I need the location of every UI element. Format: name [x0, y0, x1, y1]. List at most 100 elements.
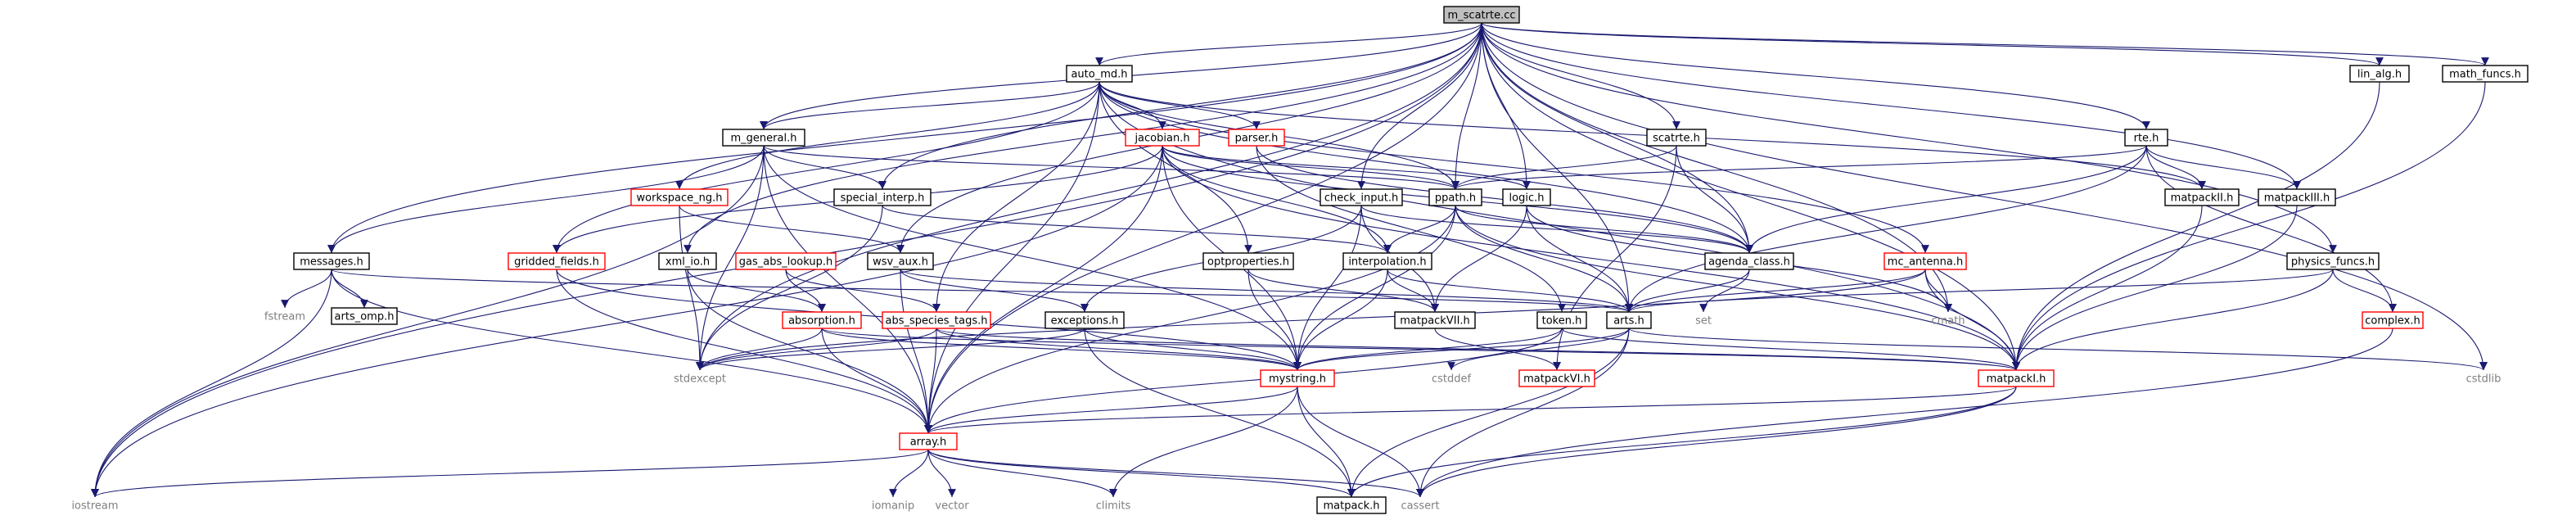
- node-matpackIII[interactable]: matpackIII.h: [2258, 188, 2336, 206]
- edge-logic-to-matpackVII: [1431, 205, 1527, 313]
- edge-m_scatrte-to-stdexcept: [696, 22, 1482, 371]
- node-matpackVI[interactable]: matpackVI.h: [1518, 369, 1595, 387]
- edge-arts-to-cstddef: [1447, 328, 1630, 371]
- node-box-check_input: [1320, 188, 1403, 206]
- node-label-fstream: fstream: [264, 311, 305, 323]
- edge-m_scatrte-to-lin_alg: [1481, 22, 2384, 66]
- node-box-rte: [2124, 129, 2168, 147]
- node-label-math_funcs: math_funcs.h: [2449, 69, 2521, 81]
- node-special_interp[interactable]: special_interp.h: [833, 188, 932, 206]
- edge-jacobian-to-logic: [1162, 145, 1531, 190]
- node-box-parser: [1228, 129, 1285, 147]
- node-check_input[interactable]: check_input.h: [1320, 188, 1403, 206]
- edge-gas_abs_lookup-to-abs_species_tags: [785, 269, 941, 313]
- node-label-scatrte: scatrte.h: [1653, 133, 1700, 145]
- node-matpackII[interactable]: matpackII.h: [2164, 188, 2240, 206]
- node-interpolation[interactable]: interpolation.h: [1342, 252, 1432, 270]
- node-label-lin_alg: lin_alg.h: [2357, 69, 2402, 81]
- edge-agenda_class-to-set: [1699, 269, 1750, 313]
- edge-rte-to-complex: [2145, 145, 2397, 313]
- node-label-gas_abs_lookup: gas_abs_lookup.h: [739, 256, 833, 269]
- edge-xml_io-to-array: [687, 269, 932, 434]
- node-abs_species_tags[interactable]: abs_species_tags.h: [882, 311, 991, 329]
- node-label-xml_io: xml_io.h: [665, 256, 710, 269]
- node-agenda_class[interactable]: agenda_class.h: [1704, 252, 1794, 270]
- node-complex[interactable]: complex.h: [2362, 311, 2424, 329]
- node-matpackVII[interactable]: matpackVII.h: [1394, 311, 1476, 329]
- edge-gridded_fields-to-array: [556, 269, 932, 434]
- edge-mystring-to-matpack: [1297, 386, 1356, 498]
- edge-m_scatrte-to-physics_funcs: [1481, 22, 2337, 254]
- node-box-mc_antenna: [1884, 252, 1967, 270]
- edge-m_scatrte-to-math_funcs: [1481, 22, 2489, 66]
- node-auto_md[interactable]: auto_md.h: [1066, 65, 1133, 83]
- node-matpackI[interactable]: matpackI.h: [1978, 369, 2055, 387]
- node-label-auto_md: auto_md.h: [1071, 69, 1127, 81]
- node-messages[interactable]: messages.h: [293, 252, 370, 270]
- edge-abs_species_tags-to-array: [924, 328, 937, 434]
- node-label-cstddef: cstddef: [1432, 373, 1472, 386]
- node-matpack[interactable]: matpack.h: [1316, 496, 1387, 514]
- node-absorption[interactable]: absorption.h: [782, 311, 862, 329]
- node-gas_abs_lookup[interactable]: gas_abs_lookup.h: [735, 252, 837, 270]
- node-m_scatrte[interactable]: m_scatrte.cc: [1443, 6, 1520, 24]
- node-mc_antenna[interactable]: mc_antenna.h: [1884, 252, 1967, 270]
- edge-arts-to-matpack: [1347, 328, 1630, 498]
- edge-m_scatrte-to-check_input: [1357, 22, 1482, 190]
- node-box-matpackVI: [1518, 369, 1595, 387]
- edge-rte-to-arts: [1625, 145, 2147, 313]
- edge-arts-to-mystring: [1293, 328, 1630, 371]
- node-gridded_fields[interactable]: gridded_fields.h: [508, 252, 606, 270]
- node-box-special_interp: [833, 188, 932, 206]
- node-label-matpackI: matpackI.h: [1987, 373, 2046, 386]
- node-label-matpack: matpack.h: [1324, 500, 1380, 513]
- edge-interpolation-to-matpackVII: [1387, 269, 1439, 313]
- node-cassert: cassert: [1401, 500, 1439, 513]
- node-mystring[interactable]: mystring.h: [1260, 369, 1335, 387]
- node-label-workspace_ng: workspace_ng.h: [637, 192, 723, 205]
- node-physics_funcs[interactable]: physics_funcs.h: [2286, 252, 2380, 270]
- edge-rte-to-matpackII: [2145, 145, 2206, 190]
- node-logic[interactable]: logic.h: [1502, 188, 1551, 206]
- node-rte[interactable]: rte.h: [2124, 129, 2168, 147]
- node-label-token: token.h: [1542, 315, 1582, 328]
- node-label-rte: rte.h: [2134, 133, 2159, 145]
- edge-m_scatrte-to-array: [924, 22, 1482, 434]
- edge-matpackI-to-matpack: [1347, 386, 2017, 498]
- node-arts[interactable]: arts.h: [1606, 311, 1652, 329]
- node-math_funcs[interactable]: math_funcs.h: [2442, 65, 2529, 83]
- node-wsv_aux[interactable]: wsv_aux.h: [867, 252, 934, 270]
- node-m_general[interactable]: m_general.h: [722, 129, 805, 147]
- node-xml_io[interactable]: xml_io.h: [658, 252, 717, 270]
- node-arts_omp[interactable]: arts_omp.h: [331, 307, 398, 325]
- edge-m_scatrte-to-cstdlib: [1481, 22, 2488, 371]
- node-optproperties[interactable]: optproperties.h: [1202, 252, 1294, 270]
- edge-m_general-to-ppath: [763, 145, 1459, 190]
- edge-auto_md-to-mc_antenna: [1099, 81, 1929, 254]
- node-token[interactable]: token.h: [1536, 311, 1587, 329]
- node-array[interactable]: array.h: [899, 432, 958, 450]
- edge-token-to-array: [924, 328, 1563, 434]
- edge-scatrte-to-matpackVI: [1553, 145, 1677, 371]
- node-lin_alg[interactable]: lin_alg.h: [2349, 65, 2410, 83]
- node-label-complex: complex.h: [2365, 315, 2420, 328]
- node-label-optproperties: optproperties.h: [1207, 256, 1289, 269]
- node-exceptions[interactable]: exceptions.h: [1044, 311, 1125, 329]
- edge-array-to-vector: [927, 449, 956, 498]
- node-label-physics_funcs: physics_funcs.h: [2291, 256, 2375, 269]
- node-jacobian[interactable]: jacobian.h: [1125, 129, 1200, 147]
- edge-mystring-to-array: [924, 386, 1298, 434]
- edge-scatrte-to-agenda_class: [1676, 145, 1753, 254]
- node-scatrte[interactable]: scatrte.h: [1646, 129, 1707, 147]
- edge-wsv_aux-to-arts: [900, 269, 1633, 313]
- node-label-matpackVI: matpackVI.h: [1523, 373, 1590, 386]
- edge-complex-to-cassert: [1416, 328, 2393, 498]
- node-box-logic: [1502, 188, 1551, 206]
- node-workspace_ng[interactable]: workspace_ng.h: [630, 188, 729, 206]
- node-ppath[interactable]: ppath.h: [1428, 188, 1482, 206]
- edge-messages-to-iostream: [91, 269, 332, 498]
- node-box-m_scatrte: [1443, 6, 1520, 24]
- edge-ppath-to-interpolation: [1383, 205, 1456, 254]
- node-parser[interactable]: parser.h: [1228, 129, 1285, 147]
- edge-physics_funcs-to-complex: [2332, 269, 2397, 313]
